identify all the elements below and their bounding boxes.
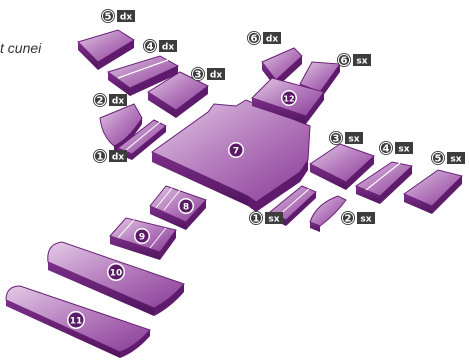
label-6-dx-side: dx bbox=[266, 35, 278, 45]
piece-5-dx bbox=[77, 29, 135, 70]
piece-9: 9 bbox=[109, 217, 177, 260]
label-3-dx-side: dx bbox=[210, 71, 222, 81]
label-1-sx-number: 1 bbox=[253, 214, 260, 225]
label-6-sx-side: sx bbox=[356, 57, 367, 67]
piece-8-number: 8 bbox=[183, 203, 189, 213]
piece-12: 12 bbox=[251, 77, 325, 124]
piece-4-dx bbox=[106, 55, 180, 96]
label-2-dx-number: 2 bbox=[97, 96, 104, 107]
label-4-sx-side: sx bbox=[398, 145, 409, 155]
label-6-dx: 6 dx bbox=[247, 31, 281, 45]
piece-12-number: 12 bbox=[283, 95, 294, 104]
piece-5-sx bbox=[402, 169, 463, 214]
piece-9-number: 9 bbox=[139, 233, 145, 243]
label-3-sx: 3 sx bbox=[329, 131, 363, 145]
piece-4-sx bbox=[354, 161, 414, 204]
label-4-sx-number: 4 bbox=[383, 144, 390, 155]
label-3-sx-side: sx bbox=[348, 135, 359, 145]
label-6-sx-number: 6 bbox=[341, 56, 348, 67]
piece-2-sx bbox=[309, 195, 347, 232]
label-1-sx: 1 sx bbox=[249, 211, 283, 225]
label-1-dx-side: dx bbox=[112, 153, 124, 163]
piece-11: 11 bbox=[5, 285, 151, 358]
label-2-sx: 2 sx bbox=[341, 211, 375, 225]
label-3-dx: 3 dx bbox=[191, 67, 225, 81]
label-4-dx-number: 4 bbox=[147, 42, 154, 53]
label-2-sx-number: 2 bbox=[345, 214, 352, 225]
piece-2-dx bbox=[99, 103, 143, 152]
piece-10-number: 10 bbox=[110, 269, 123, 279]
label-2-sx-side: sx bbox=[360, 215, 371, 225]
label-3-dx-number: 3 bbox=[195, 70, 202, 81]
piece-3-dx bbox=[147, 71, 209, 118]
label-5-sx-side: sx bbox=[450, 155, 461, 165]
label-2-dx: 2 dx bbox=[93, 93, 127, 107]
label-4-sx: 4 sx bbox=[379, 141, 413, 155]
label-5-dx: 5 dx bbox=[101, 9, 135, 23]
piece-7: 7 bbox=[151, 99, 311, 212]
label-3-sx-number: 3 bbox=[333, 134, 340, 145]
label-4-dx: 4 dx bbox=[143, 39, 177, 53]
label-5-dx-side: dx bbox=[120, 13, 132, 23]
label-5-sx: 5 sx bbox=[431, 151, 465, 165]
label-6-dx-number: 6 bbox=[251, 34, 258, 45]
piece-8: 8 bbox=[149, 185, 207, 230]
label-1-dx-number: 1 bbox=[97, 152, 104, 163]
label-1-dx: 1 dx bbox=[93, 149, 127, 163]
label-5-sx-number: 5 bbox=[435, 154, 442, 165]
piece-3-sx bbox=[309, 143, 375, 190]
label-2-dx-side: dx bbox=[112, 97, 124, 107]
label-6-sx: 6 sx bbox=[337, 53, 371, 67]
piece-7-number: 7 bbox=[233, 147, 239, 157]
piece-11-number: 11 bbox=[70, 317, 83, 327]
caption-text: t cunei bbox=[0, 40, 42, 56]
label-5-dx-number: 5 bbox=[105, 12, 112, 23]
label-4-dx-side: dx bbox=[162, 43, 174, 53]
piece-10: 10 bbox=[47, 241, 185, 316]
label-1-sx-side: sx bbox=[268, 215, 279, 225]
